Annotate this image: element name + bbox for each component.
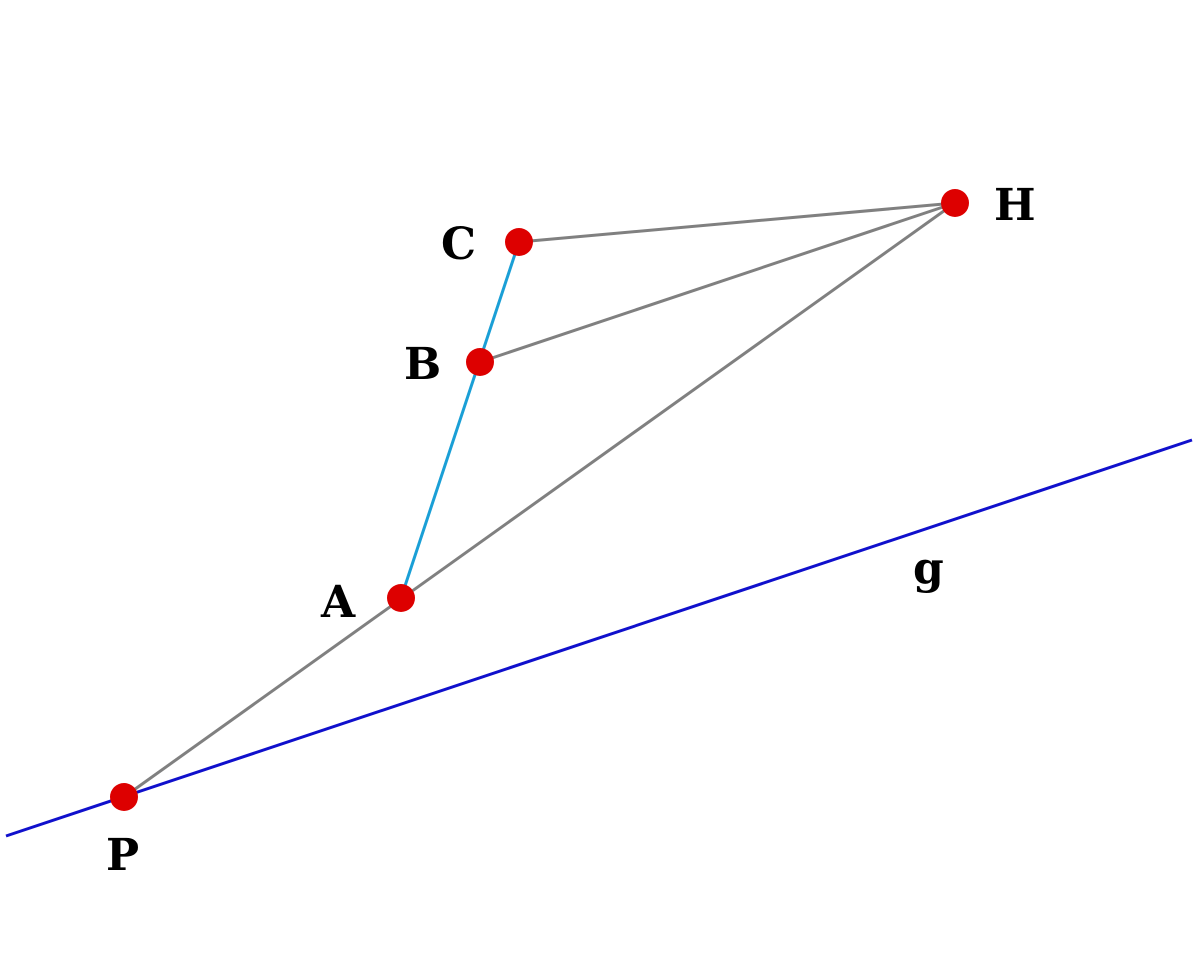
label-p: P	[106, 830, 139, 881]
segment-b-h	[479, 201, 956, 364]
line-g	[5, 438, 1193, 838]
label-g: g	[913, 543, 944, 594]
point-p[interactable]	[110, 783, 138, 811]
label-a: A	[320, 577, 356, 628]
label-h: H	[994, 180, 1036, 231]
label-c: C	[441, 219, 476, 270]
label-b: B	[404, 339, 441, 390]
segment-c-h	[518, 201, 956, 244]
segment-p-h	[123, 201, 956, 799]
segment-a-c	[399, 241, 521, 599]
point-c[interactable]	[505, 228, 533, 256]
point-a[interactable]	[387, 584, 415, 612]
point-h[interactable]	[941, 189, 969, 217]
point-b[interactable]	[466, 348, 494, 376]
